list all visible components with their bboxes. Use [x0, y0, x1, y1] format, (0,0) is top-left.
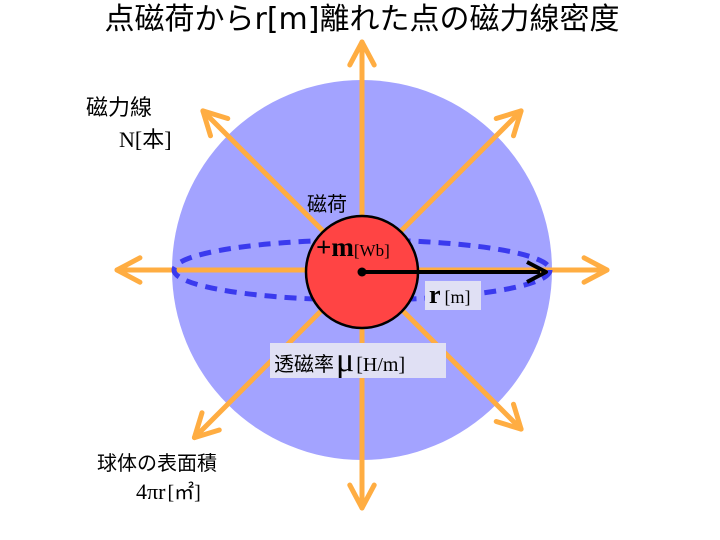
radius-label-bg	[425, 281, 481, 310]
charge-symbol: +m[Wb]	[316, 232, 390, 262]
diagram-title: 点磁荷からr[m]離れた点の磁力線密度	[105, 2, 620, 37]
charge-unit: [Wb]	[354, 241, 390, 260]
chevron-arrow-icon	[493, 401, 524, 432]
field-lines-label: 磁力線	[86, 96, 152, 121]
radius-unit: [m]	[445, 287, 471, 307]
radius-symbol: r	[429, 280, 441, 309]
permeability-text: 透磁率	[274, 352, 334, 376]
chevron-arrow-icon	[347, 482, 377, 511]
chevron-arrow-icon	[200, 108, 231, 139]
field-lines-count: N[本]	[119, 127, 172, 152]
chevron-arrow-icon	[347, 39, 377, 68]
surface-area-formula: 4πr[㎡]	[136, 479, 201, 504]
surface-area-unit: [㎡]	[167, 480, 200, 504]
permeability-symbol: μ	[336, 342, 354, 379]
permeability-label: 透磁率μ[H/m]	[274, 342, 405, 379]
surface-area-expression: 4πr	[136, 479, 166, 504]
chevron-arrow-icon	[191, 410, 222, 441]
chevron-arrow-icon	[114, 255, 143, 285]
charge-center-dot	[357, 267, 367, 277]
radius-label: r[m]	[429, 280, 471, 309]
charge-label: 磁荷	[307, 192, 347, 216]
charge-symbol-main: +m	[316, 232, 354, 262]
chevron-arrow-icon	[581, 255, 610, 285]
radius-arrowhead-icon	[526, 260, 548, 284]
chevron-arrow-icon	[493, 108, 524, 139]
surface-area-label: 球体の表面積	[97, 451, 217, 475]
permeability-unit: [H/m]	[356, 354, 405, 376]
permeability-label-bg	[270, 343, 446, 378]
